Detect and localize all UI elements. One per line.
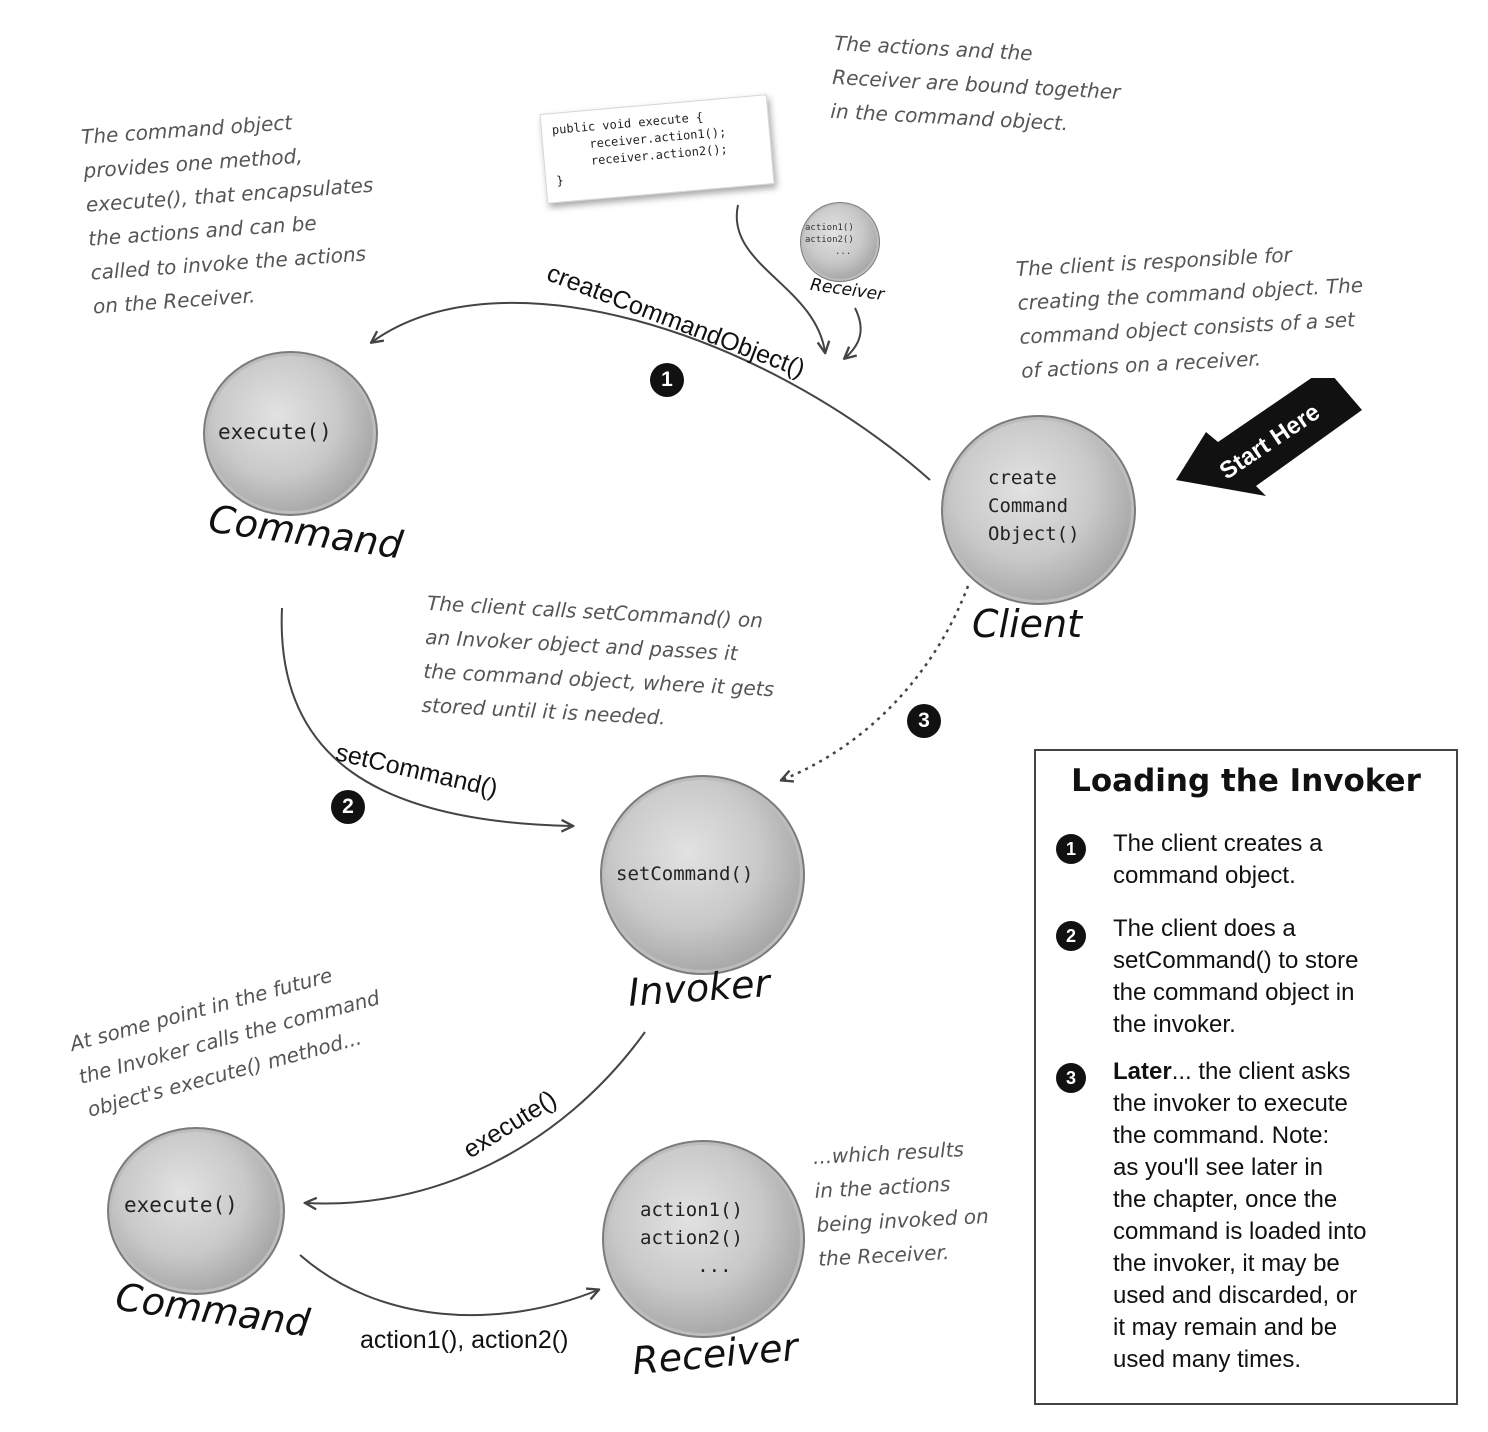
arrow-command-to-invoker bbox=[280, 607, 572, 826]
arrow-command-to-receiver bbox=[299, 1254, 598, 1317]
invoker-method: setCommand() bbox=[616, 863, 754, 885]
mini-receiver-object bbox=[803, 205, 877, 279]
client-object bbox=[946, 420, 1131, 600]
legend-badge-3: 3 bbox=[1056, 1063, 1086, 1093]
receiver-actions: action1() action2() ... bbox=[640, 1199, 743, 1277]
legend-box: Loading the Invoker 1 The client creates… bbox=[1034, 749, 1458, 1405]
legend-badge-1: 1 bbox=[1056, 834, 1086, 864]
mini-receiver-actions: action1() action2() ... bbox=[805, 223, 854, 257]
legend-step-3-lead: Later bbox=[1113, 1058, 1172, 1085]
legend-step-1: The client creates a command object. bbox=[1113, 830, 1323, 889]
arrow-invoker-to-command bbox=[306, 1031, 646, 1204]
arrow-code-to-method bbox=[735, 204, 825, 352]
command-bottom-method: execute() bbox=[124, 1193, 238, 1217]
legend-title: Loading the Invoker bbox=[1071, 763, 1421, 799]
command-object-bottom bbox=[112, 1132, 280, 1290]
invoker-object bbox=[605, 780, 800, 970]
arrow-receiver-to-method bbox=[845, 307, 862, 358]
note-command-object: The command object provides one method, … bbox=[80, 110, 375, 319]
legend-step-2: The client does a setCommand() to store … bbox=[1113, 915, 1359, 1038]
step-badge-2: 2 bbox=[331, 790, 365, 824]
command-object-top bbox=[208, 356, 373, 511]
legend-step-3: Later... the client asks the invoker to … bbox=[1113, 1058, 1367, 1373]
actions-label: action1(), action2() bbox=[360, 1326, 569, 1354]
receiver-object bbox=[607, 1145, 800, 1333]
command-top-method: execute() bbox=[218, 420, 332, 444]
note-bound-together: The actions and the Receiver are bound t… bbox=[829, 30, 1121, 136]
client-method: create Command Object() bbox=[988, 467, 1080, 545]
step-badge-1: 1 bbox=[650, 363, 684, 397]
legend-badge-2: 2 bbox=[1056, 921, 1086, 951]
note-client-calls: The client calls setCommand() on an Invo… bbox=[421, 590, 775, 730]
arrow-client-to-command bbox=[372, 301, 931, 481]
start-here-arrow-icon: Start Here bbox=[1176, 378, 1362, 496]
client-label: Client bbox=[972, 602, 1083, 646]
arrow-client-to-invoker-dotted bbox=[782, 585, 970, 780]
step-badge-3: 3 bbox=[907, 704, 941, 738]
note-client-responsible: The client is responsible for creating t… bbox=[1015, 242, 1364, 383]
note-results: ...which results in the actions being in… bbox=[812, 1137, 990, 1271]
